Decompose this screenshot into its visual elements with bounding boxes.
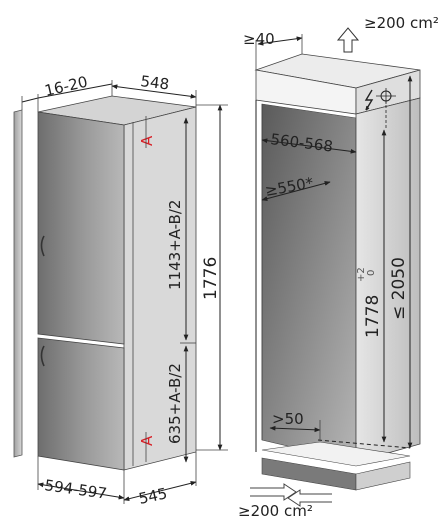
dim-depth-bottom: 545 [137, 484, 169, 508]
dim-max-height: ≤ 2050 [389, 257, 409, 320]
upper-door [37, 111, 125, 345]
dim-niche-height: 1778 [363, 295, 383, 338]
dim-width-bottom: 594-597 [43, 476, 108, 503]
airflow-arrow-1-icon [250, 483, 297, 501]
dim-upper-door-text: 1143+A-B/2 [166, 200, 184, 290]
dim-gap-width: 16-20 [43, 73, 90, 100]
dim-upper-door: 1143+A-B/2 [166, 200, 184, 290]
side-panel [13, 109, 23, 458]
dim-lower-door: 635+A-B/2 [166, 363, 184, 444]
dim-height-total: 1776 [201, 257, 221, 300]
dim-top-vent: ≥40 [243, 30, 275, 48]
dim-niche-tol-zero: 0 [366, 270, 377, 276]
appliance-side [123, 106, 197, 471]
marker-a-bottom: A [138, 435, 156, 446]
electrical-socket-icon [364, 88, 396, 128]
niche-side-wall [355, 97, 421, 463]
appliance-drawing: 16-20 548 1143+A-B/2 635+A-B/2 A A 1776 … [13, 72, 228, 508]
niche-back-wall [261, 103, 357, 463]
dim-niche-tol-plus: +2 [356, 267, 367, 282]
niche-plinth-top [261, 441, 411, 467]
lower-door [37, 337, 125, 471]
vent-up-arrow-icon [336, 27, 360, 53]
lower-handle [40, 345, 45, 367]
airflow-arrow-2-icon [287, 489, 332, 507]
dim-depth-548: 548 [140, 72, 171, 93]
niche-drawing: ≥40 ≥200 cm² 560-568 ≥550* 1778 +2 0 ≤ 2… [238, 14, 439, 520]
niche-plinth-side [355, 461, 411, 491]
dim-lower-door-text: 635+A-B/2 [166, 363, 184, 444]
vent-bottom-label: ≥200 cm² [238, 502, 313, 520]
upper-handle [40, 235, 45, 257]
vent-top-label: ≥200 cm² [364, 14, 439, 32]
marker-a-top: A [138, 135, 156, 146]
dim-bottom-gap: >50 [272, 410, 304, 428]
